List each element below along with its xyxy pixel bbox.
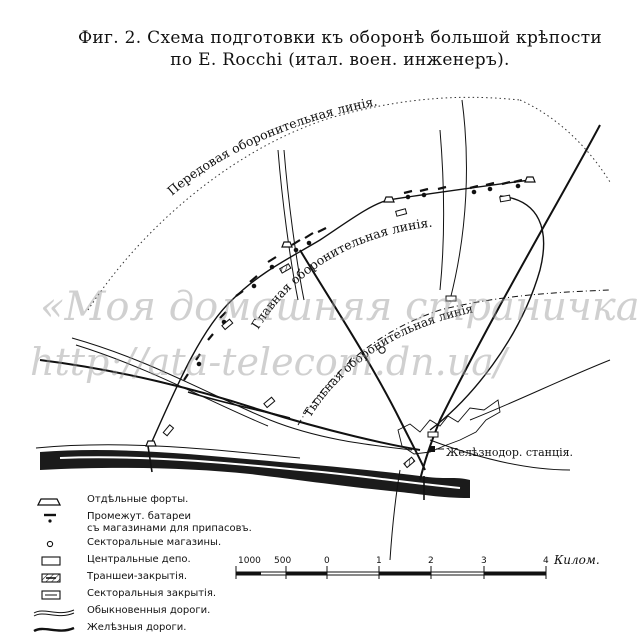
fort-icon [524,176,536,183]
rear-defence-line [297,289,611,426]
station-marker [429,446,435,452]
legend-row-forts: Отдѣльные форты. [30,492,280,509]
legend-label: Траншеи-закрытія. [87,571,188,582]
road-north-1 [277,149,299,301]
legend: Отдѣльные форты. Промежут. батареи съ ма… [30,492,280,637]
scale-tick-label: 2 [428,556,434,566]
legend-row-batteries: Промежут. батареи съ магазинами для прип… [30,509,280,535]
scale-tick-label: 500 [274,556,291,566]
depot-icon [263,396,276,409]
figure-title-line-1: Фиг. 2. Схема подготовки къ оборонѣ боль… [77,28,603,48]
trench-icon [41,573,61,583]
fort-icon [383,196,395,203]
fort-icon [36,498,62,506]
bridge-west [147,445,153,473]
legend-row-sector-closures: Секторальныя закрытія. [30,586,280,603]
station-label: Желѣзнодор. станція. [446,446,573,459]
forward-line-label: Передовая оборонительная линія. [164,93,378,198]
battery-icon [44,513,56,523]
road-north-2 [439,129,445,291]
legend-label: Обыкновенныя дороги. [87,605,211,616]
road-east [469,359,611,421]
legend-row-railways: Желѣзныя дороги. [30,620,280,637]
scale-tick-label: 4 [543,556,549,566]
river-bank [35,444,301,459]
scale-tick-label: 0 [324,556,330,566]
legend-label: Отдѣльные форты. [87,494,189,505]
trench-icon [403,456,416,469]
legend-label: Желѣзныя дороги. [87,622,187,633]
road-south [389,469,401,561]
scale-tick-label: 3 [481,556,487,566]
fort-markers [145,176,536,447]
fort-icon [281,241,293,248]
depot-icon [221,318,234,331]
scale-bar: 1000 500 0 1 2 3 4 Килом. [235,553,600,579]
depot-icon [445,295,457,302]
legend-row-central-depots: Центральные депо. [30,552,280,569]
legend-label: Секторальные магазины. [87,537,222,548]
scale-tick-label: 1000 [238,556,261,566]
depot-icon [499,194,512,203]
main-trace-north [387,179,531,201]
railway-inner [187,391,291,419]
railway-east [419,124,601,481]
watermark-line-1: «Моя домашняя страничка» [40,284,640,330]
railway-icon [33,626,75,633]
river [40,450,470,498]
trench-icon [278,263,292,274]
railway-west [39,359,421,451]
main-trace-east [429,195,545,431]
river-inner [59,456,461,489]
sector-magazine-icon [46,540,54,548]
legend-row-sector-magazines: Секторальные магазины. [30,535,280,552]
road-north-3 [449,99,467,301]
road-west-2 [75,344,269,427]
legend-label: Центральные депо. [87,554,191,565]
main-trace-west [149,199,389,447]
depot-icon [427,431,439,438]
watermark-line-2: http://ata-telecom.dn.ua/ [30,340,507,384]
road-icon [33,609,75,617]
road-north-1b [283,149,305,301]
depot-icon [41,556,61,566]
sector-magazine-icon [378,346,386,354]
forward-defence-line-east [519,99,611,183]
railway-north [299,249,426,471]
depot-icon [395,208,408,217]
legend-row-trenches: Траншеи-закрытія. [30,569,280,586]
road-west [71,337,413,451]
fort-icon [145,440,157,447]
battery-markers [183,178,523,381]
figure-title-line-2: по E. Rocchi (итал. воен. инженеръ). [170,50,510,70]
road-east-river [429,439,571,471]
sector-closure-icon [41,590,61,600]
depot-markers [162,194,512,438]
legend-label: Секторальныя закрытія. [87,588,217,599]
depot-icon [162,424,175,437]
legend-label: Промежут. батареи съ магазинами для прип… [87,511,252,534]
trench-markers [278,263,416,469]
scale-tick-label: 1 [376,556,382,566]
legend-row-roads: Обыкновенныя дороги. [30,603,280,620]
scale-unit: Килом. [553,553,600,567]
